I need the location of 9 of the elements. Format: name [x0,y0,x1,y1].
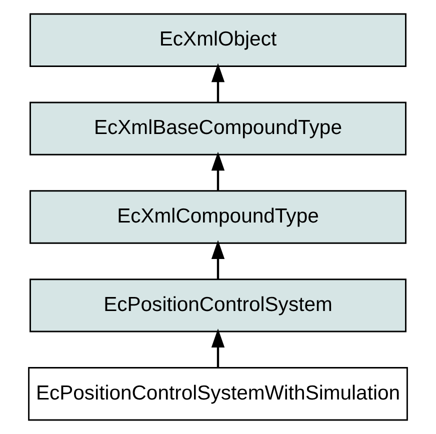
arrow [211,152,225,191]
node-box: EcPositionControlSystem [30,278,406,332]
node-box: EcXmlBaseCompoundType [30,102,406,156]
arrow [211,63,225,102]
node-box: EcPositionControlSystemWithSimulation [28,367,408,421]
node-box: EcXmlCompoundType [30,190,406,244]
arrow [211,240,225,280]
arrow [211,328,225,368]
node-box: EcXmlObject [30,13,406,67]
